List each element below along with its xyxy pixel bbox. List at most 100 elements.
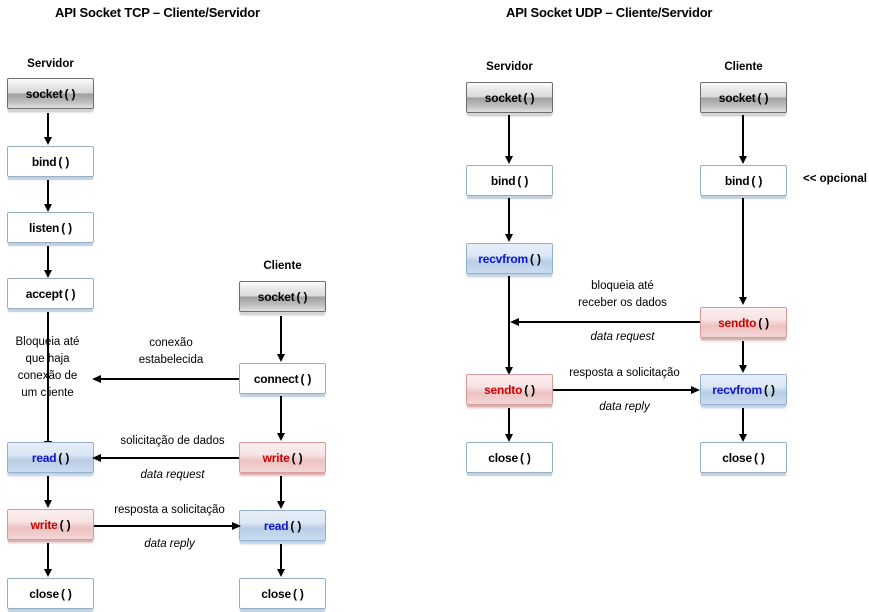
udp-server-socket-fn: socket [484,90,522,105]
udp-optional-note: << opcional [803,173,867,185]
tcp-client-write-fn: write [262,450,290,465]
udp-server-bind-fn: bind [490,173,516,188]
udp-server-box-recvfrom[interactable]: recvfrom( ) [466,243,553,274]
udp-client-close-paren: ( ) [753,450,765,465]
tcp-data-request-en: data request [140,469,205,481]
tcp-arrow-write-to-read [100,457,239,459]
udp-server-close-fn: close [488,450,518,465]
tcp-client-close-paren: ( ) [292,586,304,601]
tcp-client-arrow-socket-connect [280,316,282,355]
udp-client-box-socket[interactable]: socket( ) [700,82,787,113]
udp-arrow-server-sendto-to-client-recvfrom [553,389,692,391]
udp-data-reply-en: data reply [599,401,650,413]
tcp-server-write-fn: write [30,517,58,532]
tcp-server-close-fn: close [29,586,59,601]
tcp-client-box-connect[interactable]: connect( ) [239,363,326,394]
udp-server-sendto-fn: sendto [484,382,523,397]
udp-server-recvfrom-paren: ( ) [530,251,541,266]
tcp-client-column-label: Cliente [263,260,302,272]
udp-server-arrow-recvfrom-sendto [508,276,510,368]
udp-server-column-label: Servidor [486,61,533,73]
udp-client-sendto-paren: ( ) [758,315,769,330]
tcp-server-close-paren: ( ) [60,586,72,601]
udp-blocking-pt: bloqueia até receber os dados [578,280,667,309]
tcp-client-connect-paren: ( ) [300,371,312,386]
tcp-client-socket-paren: ( ) [296,289,308,304]
tcp-server-column-label: Servidor [27,58,74,70]
tcp-server-accept-paren: ( ) [64,286,76,301]
tcp-diagram-title: API Socket TCP – Cliente/Servidor [55,5,260,20]
udp-arrow-client-sendto-to-server-recvfrom [518,321,700,323]
tcp-client-write-paren: ( ) [291,450,303,465]
tcp-client-read-fn: read [263,518,289,533]
tcp-server-listen-paren: ( ) [61,220,72,235]
udp-client-box-close[interactable]: close( ) [700,442,787,473]
tcp-server-box-socket[interactable]: socket( ) [7,78,94,109]
udp-server-recvfrom-fn: recvfrom [478,251,529,266]
tcp-server-box-read[interactable]: read( ) [7,442,94,473]
tcp-client-read-paren: ( ) [290,518,302,533]
udp-client-close-fn: close [722,450,752,465]
udp-blocking-en: data request [590,331,655,343]
udp-data-reply-note: resposta a solicitação data reply [552,348,697,433]
udp-server-arrow-sendto-close [508,408,510,435]
udp-server-sendto-paren: ( ) [524,382,535,397]
tcp-server-socket-fn: socket [25,86,63,101]
tcp-client-close-fn: close [261,586,291,601]
udp-server-box-close[interactable]: close( ) [466,442,553,473]
tcp-client-box-socket[interactable]: socket( ) [239,281,326,312]
udp-client-bind-paren: ( ) [751,173,763,188]
tcp-data-reply-pt: resposta a solicitação [114,504,225,516]
udp-client-recvfrom-fn: recvfrom [712,382,763,397]
tcp-server-arrow-listen-accept [47,246,49,271]
tcp-connection-established-note: conexão estabelecida [138,337,204,366]
tcp-server-read-paren: ( ) [58,450,70,465]
udp-server-box-sendto[interactable]: sendto( ) [466,374,553,405]
udp-client-box-recvfrom[interactable]: recvfrom( ) [700,374,787,405]
tcp-data-reply-note: resposta a solicitação data reply [97,485,242,570]
tcp-client-box-close[interactable]: close( ) [239,578,326,609]
tcp-client-box-write[interactable]: write( ) [239,442,326,473]
udp-server-close-paren: ( ) [519,450,531,465]
udp-blocking-note: bloqueia até receber os dados data reque… [555,261,690,363]
tcp-client-socket-fn: socket [257,289,295,304]
udp-client-box-sendto[interactable]: sendto( ) [700,307,787,338]
udp-client-recvfrom-paren: ( ) [764,382,775,397]
tcp-server-read-fn: read [31,450,57,465]
udp-server-arrow-bind-recvfrom [508,198,510,235]
tcp-server-bind-paren: ( ) [58,154,70,169]
tcp-client-arrow-read-close [280,544,282,570]
udp-client-bind-fn: bind [724,173,750,188]
tcp-client-box-read[interactable]: read( ) [239,510,326,541]
udp-client-arrow-socket-bind [742,115,744,157]
udp-server-box-socket[interactable]: socket( ) [466,82,553,113]
udp-client-arrow-sendto-recvfrom [742,341,744,366]
udp-client-socket-paren: ( ) [757,90,769,105]
tcp-client-arrow-connect-write [280,396,282,434]
tcp-arrow-connect-to-accept [100,378,239,380]
tcp-server-box-close[interactable]: close( ) [7,578,94,609]
tcp-data-request-pt: solicitação de dados [120,435,225,447]
tcp-client-connect-fn: connect [253,371,299,386]
udp-client-socket-fn: socket [718,90,756,105]
udp-client-arrow-recvfrom-close [742,408,744,435]
tcp-blocking-note: Bloqueia até que haja conexão de um clie… [15,336,80,399]
udp-server-box-bind[interactable]: bind( ) [466,165,553,196]
tcp-server-arrow-read-write [47,476,49,501]
tcp-server-arrow-bind-listen [47,180,49,205]
tcp-server-box-bind[interactable]: bind( ) [7,146,94,177]
tcp-server-box-write[interactable]: write( ) [7,509,94,540]
tcp-server-box-accept[interactable]: accept( ) [7,278,94,309]
tcp-server-box-listen[interactable]: listen( ) [7,212,94,243]
udp-client-box-bind[interactable]: bind( ) [700,165,787,196]
udp-client-column-label: Cliente [724,61,763,73]
udp-client-sendto-fn: sendto [718,315,757,330]
tcp-data-reply-en: data reply [144,538,195,550]
udp-server-socket-paren: ( ) [523,90,535,105]
tcp-data-request-note: solicitação de dados data request [100,416,245,501]
tcp-server-accept-fn: accept [25,286,63,301]
udp-data-reply-pt: resposta a solicitação [569,367,680,379]
tcp-server-arrow-write-close [47,543,49,570]
tcp-server-arrow-accept-read [47,312,49,442]
